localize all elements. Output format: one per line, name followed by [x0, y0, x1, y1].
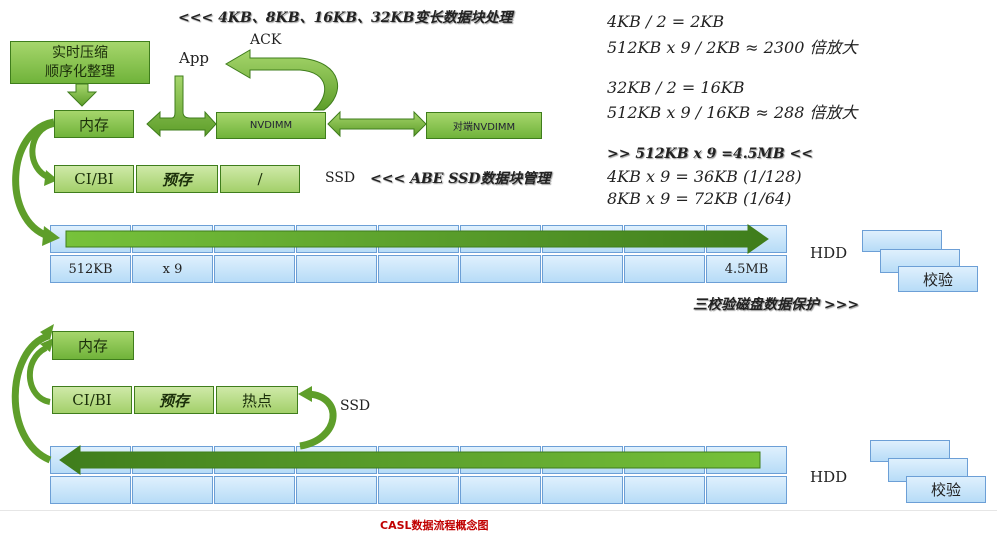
diagram-caption: CASL数据流程概念图: [380, 519, 489, 532]
triple-check-note: 三校验磁盘数据保护 >>>: [693, 297, 860, 313]
disk-cell: 512KB: [50, 255, 131, 283]
hotspot-arrowhead: [298, 386, 312, 402]
cache-to-memory-curve: [27, 345, 51, 405]
calc-line-6: 4KB x 9 = 36KB (1/128): [607, 167, 802, 186]
top-check-front: 校验: [898, 266, 978, 292]
top-ssd-label: SSD: [325, 170, 356, 186]
cache-cibi-box: CI/BI: [54, 165, 134, 193]
hotspot-arrow: [299, 390, 337, 450]
memory-to-disk-curve: [12, 118, 55, 240]
disk-cell: [460, 476, 541, 504]
disk-cell: [378, 476, 459, 504]
disk-cell: [50, 476, 131, 504]
memory-box: 内存: [54, 110, 134, 138]
top-hdd-label: HDD: [810, 244, 848, 262]
disk-cell: [624, 476, 705, 504]
bottom-ssd-label: SSD: [340, 398, 371, 414]
bottom-memory-box: 内存: [52, 331, 134, 360]
disk-cell: x 9: [132, 255, 213, 283]
bottom-hdd-label: HDD: [810, 468, 848, 486]
disk-cell: [460, 255, 541, 283]
disk-cell: [624, 255, 705, 283]
disk-to-memory-arrowhead: [40, 324, 54, 340]
calc-line-1: 4KB / 2 = 2KB: [607, 12, 725, 31]
ssd-block-note: <<< ABE SSD数据块管理: [370, 171, 551, 187]
bottom-cache-hotspot-box: 热点: [216, 386, 298, 414]
disk-cell: [296, 476, 377, 504]
cache-prestore-box: 预存: [136, 165, 218, 193]
calc-line-4: 512KB x 9 / 16KB ≈ 288 倍放大: [607, 103, 858, 122]
compress-box: 实时压缩 顺序化整理: [10, 41, 150, 84]
memory-to-cache-arrowhead: [44, 170, 58, 186]
disk-cell: 4.5MB: [706, 255, 787, 283]
nvdimm-box: NVDIMM: [216, 112, 326, 139]
flush-arrow: [65, 224, 769, 254]
calc-line-5: >> 512KB x 9 =4.5MB <<: [607, 146, 814, 162]
app-to-memory-arrow: [146, 75, 217, 138]
ack-arrow: [225, 49, 338, 111]
nvdimm-sync-arrow: [327, 110, 427, 138]
promote-arrow: [59, 445, 761, 475]
disk-cell: [214, 255, 295, 283]
disk-cell: [296, 255, 377, 283]
bottom-cache-cibi-box: CI/BI: [52, 386, 132, 414]
peer-nvdimm-box: 对端NVDIMM: [426, 112, 542, 139]
calc-line-2: 512KB x 9 / 2KB ≈ 2300 倍放大: [607, 38, 858, 57]
ack-label: ACK: [250, 32, 282, 48]
cache-to-memory-arrowhead: [40, 338, 54, 352]
cache-slash-box: /: [220, 165, 300, 193]
compress-down-arrow: [66, 83, 98, 107]
disk-to-memory-curve: [11, 332, 52, 464]
disk-cell: [706, 476, 787, 504]
disk-cell: [542, 255, 623, 283]
calc-line-3: 32KB / 2 = 16KB: [607, 78, 745, 97]
calc-line-7: 8KB x 9 = 72KB (1/64): [607, 189, 792, 208]
bottom-check-front: 校验: [906, 476, 986, 503]
disk-cell: [542, 476, 623, 504]
disk-cell: [378, 255, 459, 283]
caption-divider: [0, 510, 997, 511]
disk-cell: [214, 476, 295, 504]
bottom-cache-prestore-box: 预存: [134, 386, 214, 414]
disk-cell: [132, 476, 213, 504]
variable-block-note: <<< 4KB、8KB、16KB、32KB变长数据块处理: [178, 10, 513, 26]
app-label: App: [179, 49, 210, 67]
memory-to-disk-arrowhead: [42, 226, 60, 246]
